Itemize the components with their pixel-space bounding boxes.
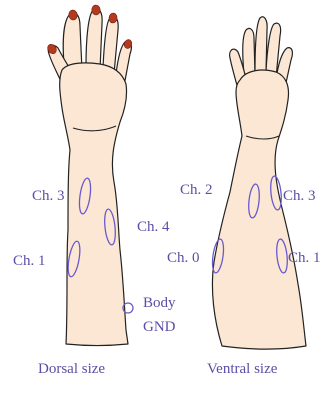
dorsal-label-body: Body xyxy=(143,295,176,311)
dorsal-label-ch3: Ch. 3 xyxy=(32,188,65,204)
ventral-finger-middle xyxy=(255,17,267,72)
ventral-label-ch3: Ch. 3 xyxy=(283,188,316,204)
ventral-finger-index xyxy=(243,28,255,74)
ventral-label-ch2: Ch. 2 xyxy=(180,182,213,198)
dorsal-caption: Dorsal size xyxy=(38,361,105,377)
dorsal-palm-forearm xyxy=(60,63,128,346)
dorsal-label-gnd: GND xyxy=(143,319,176,335)
dorsal-finger-middle xyxy=(86,9,102,70)
ventral-arm xyxy=(212,17,306,349)
ventral-label-ch0: Ch. 0 xyxy=(167,250,200,266)
ventral-caption: Ventral size xyxy=(207,361,278,377)
dorsal-arm xyxy=(46,5,133,346)
ventral-palm-forearm xyxy=(212,70,306,349)
dorsal-label-ch4: Ch. 4 xyxy=(137,219,170,235)
dorsal-label-ch1: Ch. 1 xyxy=(13,253,46,269)
ventral-label-ch1: Ch. 1 xyxy=(288,250,321,266)
